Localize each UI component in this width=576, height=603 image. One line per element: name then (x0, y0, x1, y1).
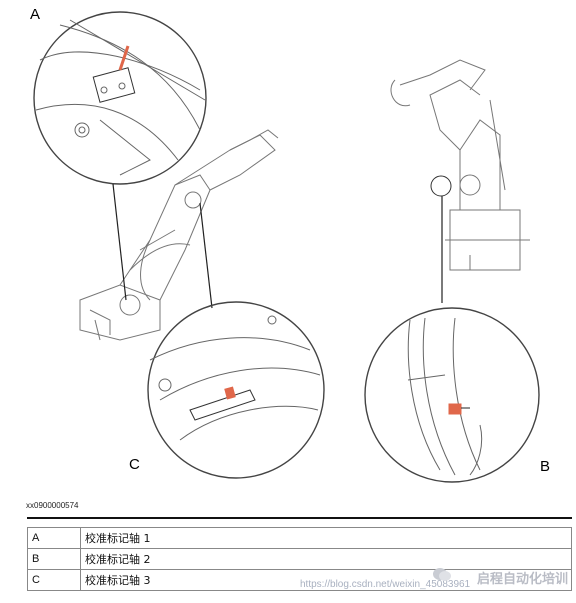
legend-text: 校准标记轴 2 (80, 548, 572, 570)
legend-text: 校准标记轴 1 (80, 527, 572, 549)
table-row: B 校准标记轴 2 (27, 548, 572, 570)
legend-key: C (27, 569, 81, 591)
main-robot-drawing (79, 129, 279, 341)
wechat-icon (432, 567, 452, 587)
table-row: A 校准标记轴 1 (27, 527, 572, 549)
robot-calibration-figure: A C B (30, 6, 551, 483)
table-top-rule (27, 517, 572, 519)
legend-key: B (27, 548, 81, 570)
legend-table: A 校准标记轴 1 B 校准标记轴 2 C 校准标记轴 3 (27, 527, 572, 591)
detail-a-circle (33, 11, 207, 185)
figure-id: xx0900000574 (26, 501, 79, 510)
watermark-brand: 启程自动化培训 (476, 572, 568, 587)
detail-c-circle (147, 301, 325, 479)
label-a: A (30, 6, 41, 23)
watermark-url: https://blog.csdn.net/weixin_45083961 (300, 579, 471, 590)
detail-b-circle (364, 307, 540, 483)
robot-right-drawing (390, 59, 530, 271)
legend-key: A (27, 527, 81, 549)
label-c: C (129, 456, 140, 473)
label-b: B (540, 458, 551, 475)
